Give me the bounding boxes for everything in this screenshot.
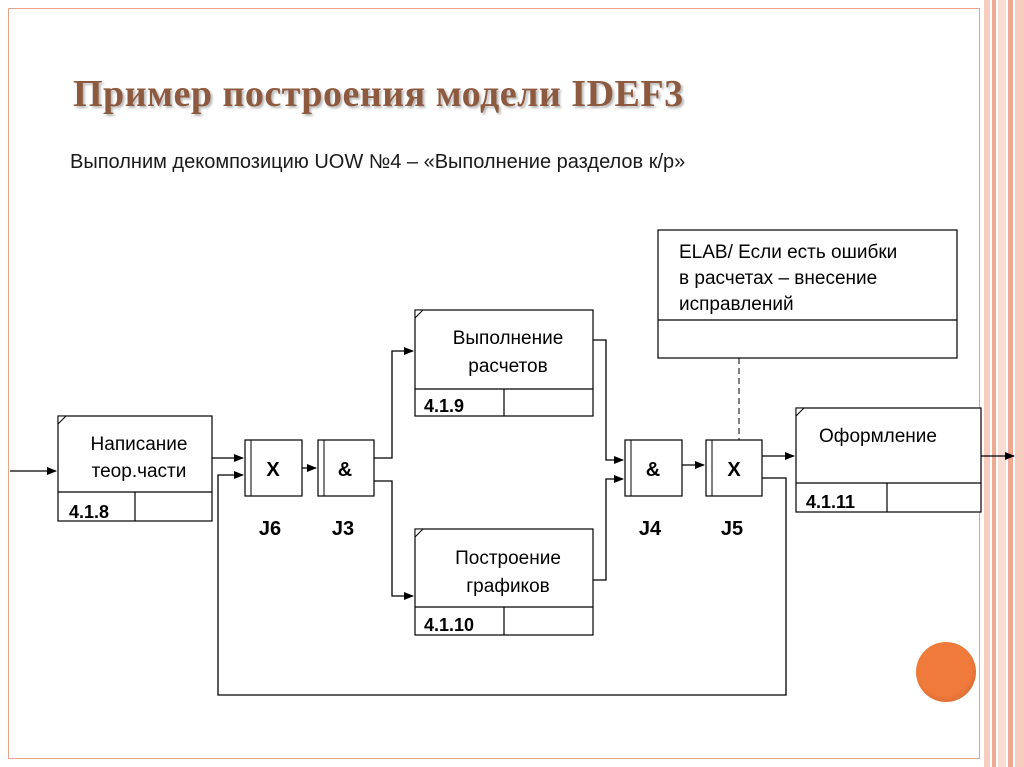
uow-name-calc-line1: Выполнение — [453, 328, 564, 349]
uow-name-graphs-line2: графиков — [466, 576, 550, 597]
decor-stripe-1 — [984, 0, 990, 767]
decor-stripe-2 — [992, 0, 996, 767]
decor-orange-circle — [916, 642, 976, 702]
junction-j6-symbol: X — [266, 459, 280, 481]
uow-box-graphs[interactable]: Построение графиков 4.1.10 — [414, 528, 594, 636]
decor-stripe-5 — [1015, 0, 1024, 767]
uow-number-calc: 4.1.9 — [424, 396, 464, 416]
junction-j3-label: J3 — [332, 518, 354, 540]
slide-title: Пример построения модели IDEF3 — [73, 73, 684, 115]
link-j3-to-calc — [374, 347, 414, 459]
note-line-3: исправлений — [679, 294, 794, 315]
uow-number-design: 4.1.11 — [806, 492, 855, 512]
uow-box-calc[interactable]: Выполнение расчетов 4.1.9 — [414, 309, 594, 417]
uow-number-graphs: 4.1.10 — [424, 615, 474, 635]
uow-box-design[interactable]: Оформление 4.1.11 — [795, 407, 982, 513]
link-j3-to-graphs — [374, 480, 414, 600]
junction-j3-symbol: & — [338, 459, 352, 481]
note-line-2: в расчетах – внесение — [679, 268, 877, 289]
uow-box-writing[interactable]: Написание теор.части 4.1.8 — [57, 415, 213, 522]
junction-j5[interactable]: X J5 — [705, 439, 763, 540]
link-calc-to-j4 — [593, 339, 624, 464]
link-graphs-to-j4 — [593, 475, 624, 581]
junction-j4[interactable]: & J4 — [624, 439, 683, 540]
junction-j3[interactable]: & J3 — [317, 439, 375, 540]
uow-number-writing: 4.1.8 — [69, 502, 109, 522]
referent-note-elab[interactable]: ELAB/ Если есть ошибки в расчетах – внес… — [657, 229, 958, 359]
junction-j5-label: J5 — [721, 518, 743, 540]
junction-j5-symbol: X — [727, 459, 741, 481]
junction-j4-label: J4 — [639, 518, 662, 540]
note-line-1: ELAB/ Если есть ошибки — [679, 242, 897, 263]
uow-name-graphs-line1: Построение — [455, 548, 561, 569]
slide-subtitle: Выполним декомпозицию UOW №4 – «Выполнен… — [70, 151, 686, 173]
junction-j6[interactable]: X J6 — [244, 439, 303, 540]
link-j5-loop-back-to-j6 — [217, 471, 787, 696]
junction-j4-symbol: & — [646, 459, 660, 481]
junction-j6-label: J6 — [259, 518, 281, 540]
uow-name-calc-line2: расчетов — [468, 356, 547, 377]
uow-name-design: Оформление — [819, 426, 937, 447]
decor-stripe-3 — [998, 0, 1006, 767]
uow-name-writing-line1: Написание — [91, 434, 188, 455]
decor-stripe-4 — [1008, 0, 1013, 767]
uow-name-writing-line2: теор.части — [92, 461, 187, 482]
